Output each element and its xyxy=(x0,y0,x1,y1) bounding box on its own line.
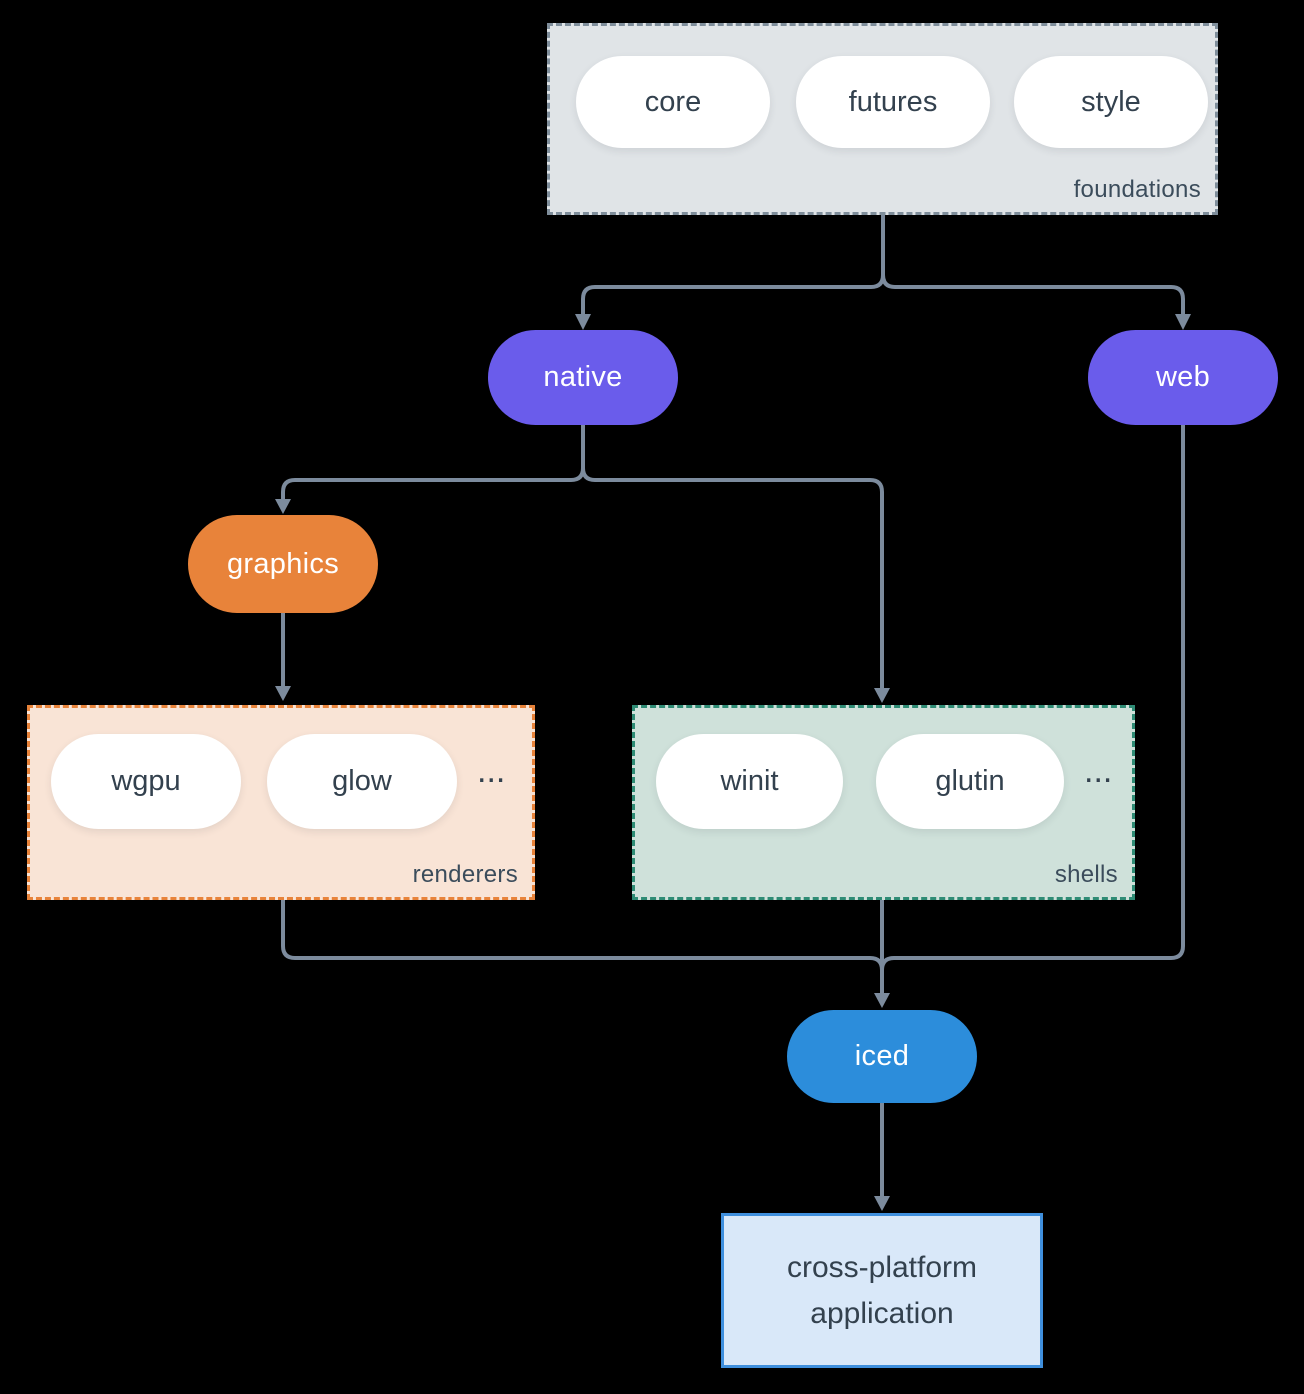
arrowhead-renderers xyxy=(275,686,291,701)
node-web-label: web xyxy=(1155,361,1211,393)
node-core: core xyxy=(576,56,770,148)
shells-group: winit glutin ... shells xyxy=(632,705,1135,900)
node-glow-label: glow xyxy=(332,765,392,797)
edge-native-shells xyxy=(581,423,884,690)
arrowhead-app xyxy=(874,1196,890,1211)
arrowhead-graphics xyxy=(275,499,291,514)
shells-group-label: shells xyxy=(1054,861,1118,888)
node-web: web xyxy=(1088,330,1278,425)
renderers-group: wgpu glow ... renderers xyxy=(27,705,535,900)
edge-native-graphics xyxy=(281,423,585,501)
arrowhead-shells xyxy=(874,688,890,703)
foundations-group: core futures style foundations xyxy=(547,23,1218,215)
node-graphics-label: graphics xyxy=(226,547,339,580)
node-winit: winit xyxy=(656,734,843,829)
node-graphics: graphics xyxy=(188,515,378,613)
node-style-label: style xyxy=(1081,85,1141,118)
node-futures-label: futures xyxy=(848,85,938,118)
node-iced: iced xyxy=(787,1010,977,1103)
node-futures: futures xyxy=(796,56,990,148)
node-glutin: glutin xyxy=(876,734,1064,829)
renderers-group-label: renderers xyxy=(412,861,518,888)
edge-renderers-iced xyxy=(281,898,884,972)
arrowhead-native xyxy=(575,314,591,330)
node-app-label: cross-platform application xyxy=(786,1250,978,1330)
node-style: style xyxy=(1014,56,1208,148)
node-wgpu-label: wgpu xyxy=(111,765,181,797)
node-cross-platform-application: cross-platform application xyxy=(721,1213,1043,1368)
edge-foundations-web xyxy=(881,213,1185,316)
shells-ellipsis: ... xyxy=(1084,752,1113,790)
node-glutin-label: glutin xyxy=(935,765,1005,797)
renderers-ellipsis: ... xyxy=(477,752,506,790)
node-core-label: core xyxy=(644,85,702,118)
node-wgpu: wgpu xyxy=(51,734,241,829)
arrowhead-iced xyxy=(874,993,890,1008)
arrowhead-web xyxy=(1175,314,1191,330)
foundations-group-label: foundations xyxy=(1073,176,1201,203)
node-native: native xyxy=(488,330,678,425)
node-iced-label: iced xyxy=(854,1040,910,1072)
node-native-label: native xyxy=(543,361,623,393)
node-winit-label: winit xyxy=(720,765,779,797)
edge-foundations-native xyxy=(581,213,885,316)
node-glow: glow xyxy=(267,734,457,829)
